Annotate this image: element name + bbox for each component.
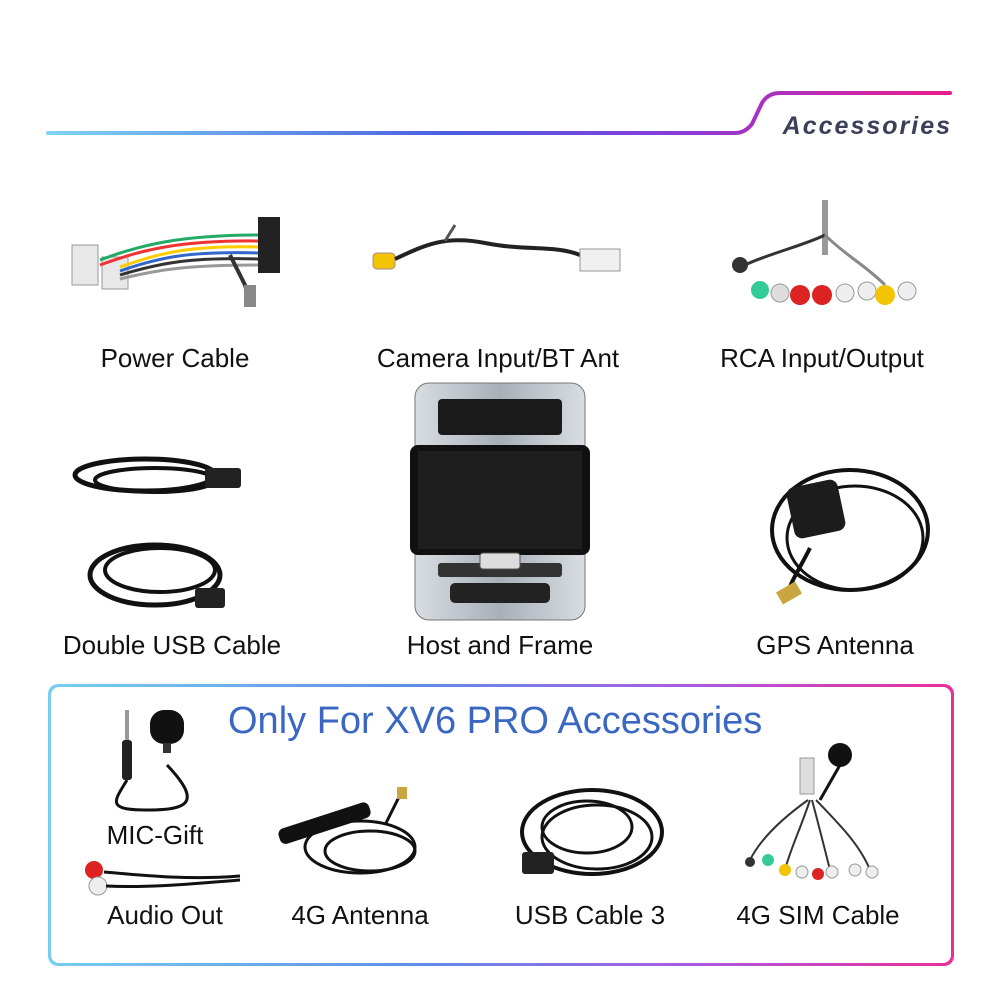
power-cable-item <box>60 205 300 315</box>
rca-label: RCA Input/Output <box>720 343 924 373</box>
pro-accessories-title: Only For XV6 PRO Accessories <box>228 700 763 742</box>
power-cable-label: Power Cable <box>100 343 250 373</box>
mic-label: MIC-Gift <box>106 820 204 850</box>
gps-image <box>770 468 930 605</box>
double-usb-item <box>65 450 255 620</box>
antenna-4g-label: 4G Antenna <box>291 900 429 930</box>
header-accent-line <box>46 91 952 135</box>
usb-cable-3-item <box>512 782 667 887</box>
usb-cable-3-image <box>520 788 664 876</box>
double-usb-image <box>72 456 241 608</box>
mic-item <box>95 705 225 815</box>
camera-input-label: Camera Input/BT Ant <box>376 343 620 373</box>
page-title: Accessories <box>782 112 952 140</box>
gps-item <box>750 458 930 608</box>
antenna-4g-image <box>278 787 417 875</box>
double-usb-label: Double USB Cable <box>62 630 282 660</box>
host-frame-image <box>410 382 590 621</box>
mic-image <box>114 710 189 812</box>
host-frame-label: Host and Frame <box>406 630 594 660</box>
page-header: Accessories <box>0 0 1000 160</box>
sim-cable-image <box>745 743 879 880</box>
sim-cable-label: 4G SIM Cable <box>736 900 900 930</box>
power-cable-image <box>71 217 280 307</box>
audio-out-label: Audio Out <box>107 900 223 930</box>
usb-cable-3-label: USB Cable 3 <box>514 900 666 930</box>
audio-out-image <box>85 861 241 896</box>
host-frame-item <box>410 382 590 621</box>
gps-label: GPS Antenna <box>756 630 914 660</box>
antenna-4g-item <box>275 785 435 885</box>
audio-out-item <box>80 858 245 898</box>
rca-image <box>732 200 917 305</box>
camera-input-image <box>372 224 621 272</box>
sim-cable-item <box>730 740 890 890</box>
rca-item <box>725 195 925 325</box>
camera-input-item <box>365 215 635 295</box>
